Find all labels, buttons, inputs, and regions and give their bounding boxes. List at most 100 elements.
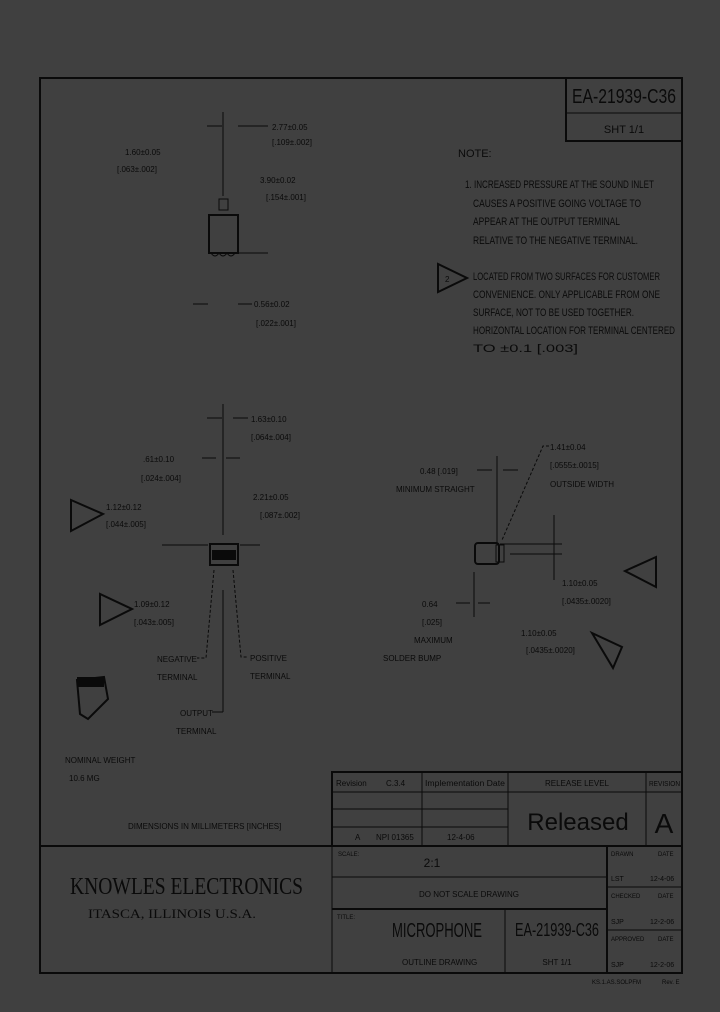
approved-label: APPROVED <box>611 937 645 943</box>
date-label: DATE <box>658 852 674 858</box>
title-drawing-number: EA-21939-C36 <box>515 920 599 940</box>
dimension-text: 3.90±0.02 <box>260 176 296 185</box>
weight-label: NOMINAL WEIGHT <box>65 756 135 765</box>
note-1-line: 1. INCREASED PRESSURE AT THE SOUND INLET <box>465 179 654 191</box>
units-note: DIMENSIONS IN MILLIMETERS [INCHES] <box>128 822 281 831</box>
approved-date: 12-2-06 <box>650 962 674 969</box>
dimension-text: [.024±.004] <box>141 474 181 483</box>
dimension-text: 1.10±0.05 <box>521 629 557 638</box>
sheet-number: SHT 1/1 <box>604 124 644 136</box>
checked-date: 12-2-06 <box>650 919 674 926</box>
weight-value: 10.6 MG <box>69 774 100 783</box>
dimension-text: [.063±.002] <box>117 165 157 174</box>
release-level-label: RELEASE LEVEL <box>545 779 610 788</box>
dimension-text: [.0435±.0020] <box>526 646 575 655</box>
dimension-text: 1.41±0.04 <box>550 443 586 452</box>
note-triangle-marker <box>437 262 470 294</box>
note-2-marker <box>70 498 106 533</box>
dimension-text: 0.56±0.02 <box>254 300 290 309</box>
form-number: KS.1.AS.SOLPFM <box>592 980 641 986</box>
release-level: Released <box>527 809 628 836</box>
note-1-line: CAUSES A POSITIVE GOING VOLTAGE TO <box>473 198 641 210</box>
drawn-by: LST <box>611 876 625 883</box>
dimension-text: [.022±.001] <box>256 319 296 328</box>
scale-value: 2:1 <box>424 856 441 870</box>
implementation-date-label: Implementation Date <box>425 779 506 788</box>
title-sheet-number: SHT 1/1 <box>542 958 572 967</box>
dimension-text: [.044±.005] <box>106 520 146 529</box>
dimension-text: [.0555±.0015] <box>550 461 599 470</box>
front-view: 1.63±0.10 [.064±.004] .61±0.10 [.024±.00… <box>70 404 300 736</box>
side-view: 0.48 [.019] MINIMUM STRAIGHT 1.41±0.04 [… <box>383 443 657 671</box>
dimension-text: OUTSIDE WIDTH <box>550 480 614 489</box>
dimension-text: .61±0.10 <box>143 455 175 464</box>
revision-letter: A <box>655 808 674 839</box>
note-2-line: HORIZONTAL LOCATION FOR TERMINAL CENTERE… <box>473 325 675 337</box>
dimension-text: 1.63±0.10 <box>251 415 287 424</box>
note-2-marker <box>589 630 624 671</box>
output-terminal-label: TERMINAL <box>176 727 217 736</box>
title-label: TITLE: <box>337 915 355 921</box>
note-2-marker <box>622 555 657 589</box>
note-2-line: SURFACE, NOT TO BE USED TOGETHER. <box>473 307 634 319</box>
drawn-label: DRAWN <box>611 852 633 858</box>
dimension-text: MINIMUM STRAIGHT <box>396 485 475 494</box>
top-view: 2.77±0.05 [.109±.002] 1.60±0.05 [.063±.0… <box>117 112 312 328</box>
drawn-date: 12-4-06 <box>650 876 674 883</box>
note-2-line: CONVENIENCE. ONLY APPLICABLE FROM ONE <box>473 289 660 301</box>
dimension-text: 1.10±0.05 <box>562 579 598 588</box>
isometric-view <box>75 675 110 721</box>
drawing-number-box: EA-21939-C36 SHT 1/1 <box>565 78 682 142</box>
dimension-text: [.154±.001] <box>266 193 306 202</box>
note-2-line: LOCATED FROM TWO SURFACES FOR CUSTOMER <box>473 271 660 283</box>
dimension-text: [.087±.002] <box>260 511 300 520</box>
do-not-scale-note: DO NOT SCALE DRAWING <box>419 890 519 899</box>
note-1-line: APPEAR AT THE OUTPUT TERMINAL <box>473 216 620 228</box>
dimension-text: [.064±.004] <box>251 433 291 442</box>
negative-terminal-label: TERMINAL <box>157 673 198 682</box>
title-block: Revision C.3.4 Implementation Date RELEA… <box>39 771 683 986</box>
revision-code: C.3.4 <box>386 779 406 788</box>
positive-terminal-label: TERMINAL <box>250 672 291 681</box>
dimension-text: [.025] <box>422 618 442 627</box>
negative-terminal-label: NEGATIVE <box>157 655 197 664</box>
checked-by: SJP <box>611 919 624 926</box>
date-label: DATE <box>658 937 674 943</box>
revision-row-marker: A <box>355 833 361 842</box>
company-name: KNOWLES ELECTRONICS <box>70 874 303 900</box>
notes-heading: NOTE: <box>458 148 492 160</box>
dimension-text: 0.48 [.019] <box>420 467 458 476</box>
drawing-subtitle: OUTLINE DRAWING <box>402 958 477 967</box>
form-revision: Rev. E <box>662 980 680 986</box>
drawing-title: MICROPHONE <box>392 920 482 942</box>
scale-label: SCALE: <box>338 852 360 858</box>
note-2-line: TO ±0.1 [.003] <box>473 343 578 355</box>
note-1-line: RELATIVE TO THE NEGATIVE TERMINAL. <box>473 235 638 247</box>
company-location: ITASCA, ILLINOIS U.S.A. <box>88 906 256 921</box>
checked-label: CHECKED <box>611 894 641 900</box>
dimension-text: SOLDER BUMP <box>383 654 441 663</box>
dimension-text: 0.64 <box>422 600 438 609</box>
note-marker-number: 2 <box>445 275 450 284</box>
dimension-text: 2.77±0.05 <box>272 123 308 132</box>
dimension-text: [.0435±.0020] <box>562 597 611 606</box>
dimension-text: [.043±.005] <box>134 618 174 627</box>
ecn-date: 12-4-06 <box>447 833 475 842</box>
dimension-text: MAXIMUM <box>414 636 453 645</box>
dimension-text: 1.60±0.05 <box>125 148 161 157</box>
drawing-number: EA-21939-C36 <box>572 86 676 108</box>
dimension-text: [.109±.002] <box>272 138 312 147</box>
dimension-text: 1.12±0.12 <box>106 503 142 512</box>
positive-terminal-label: POSITIVE <box>250 654 287 663</box>
date-label: DATE <box>658 894 674 900</box>
approved-by: SJP <box>611 962 624 969</box>
ecn-number: NPI 01365 <box>376 833 414 842</box>
dimension-text: 1.09±0.12 <box>134 600 170 609</box>
note-2-marker <box>99 592 135 627</box>
notes: NOTE: 1. INCREASED PRESSURE AT THE SOUND… <box>437 148 675 355</box>
revision-header: REVISION <box>649 781 680 788</box>
dimension-text: 2.21±0.05 <box>253 493 289 502</box>
output-terminal-label: OUTPUT <box>180 709 213 718</box>
revision-label: Revision <box>336 779 367 788</box>
